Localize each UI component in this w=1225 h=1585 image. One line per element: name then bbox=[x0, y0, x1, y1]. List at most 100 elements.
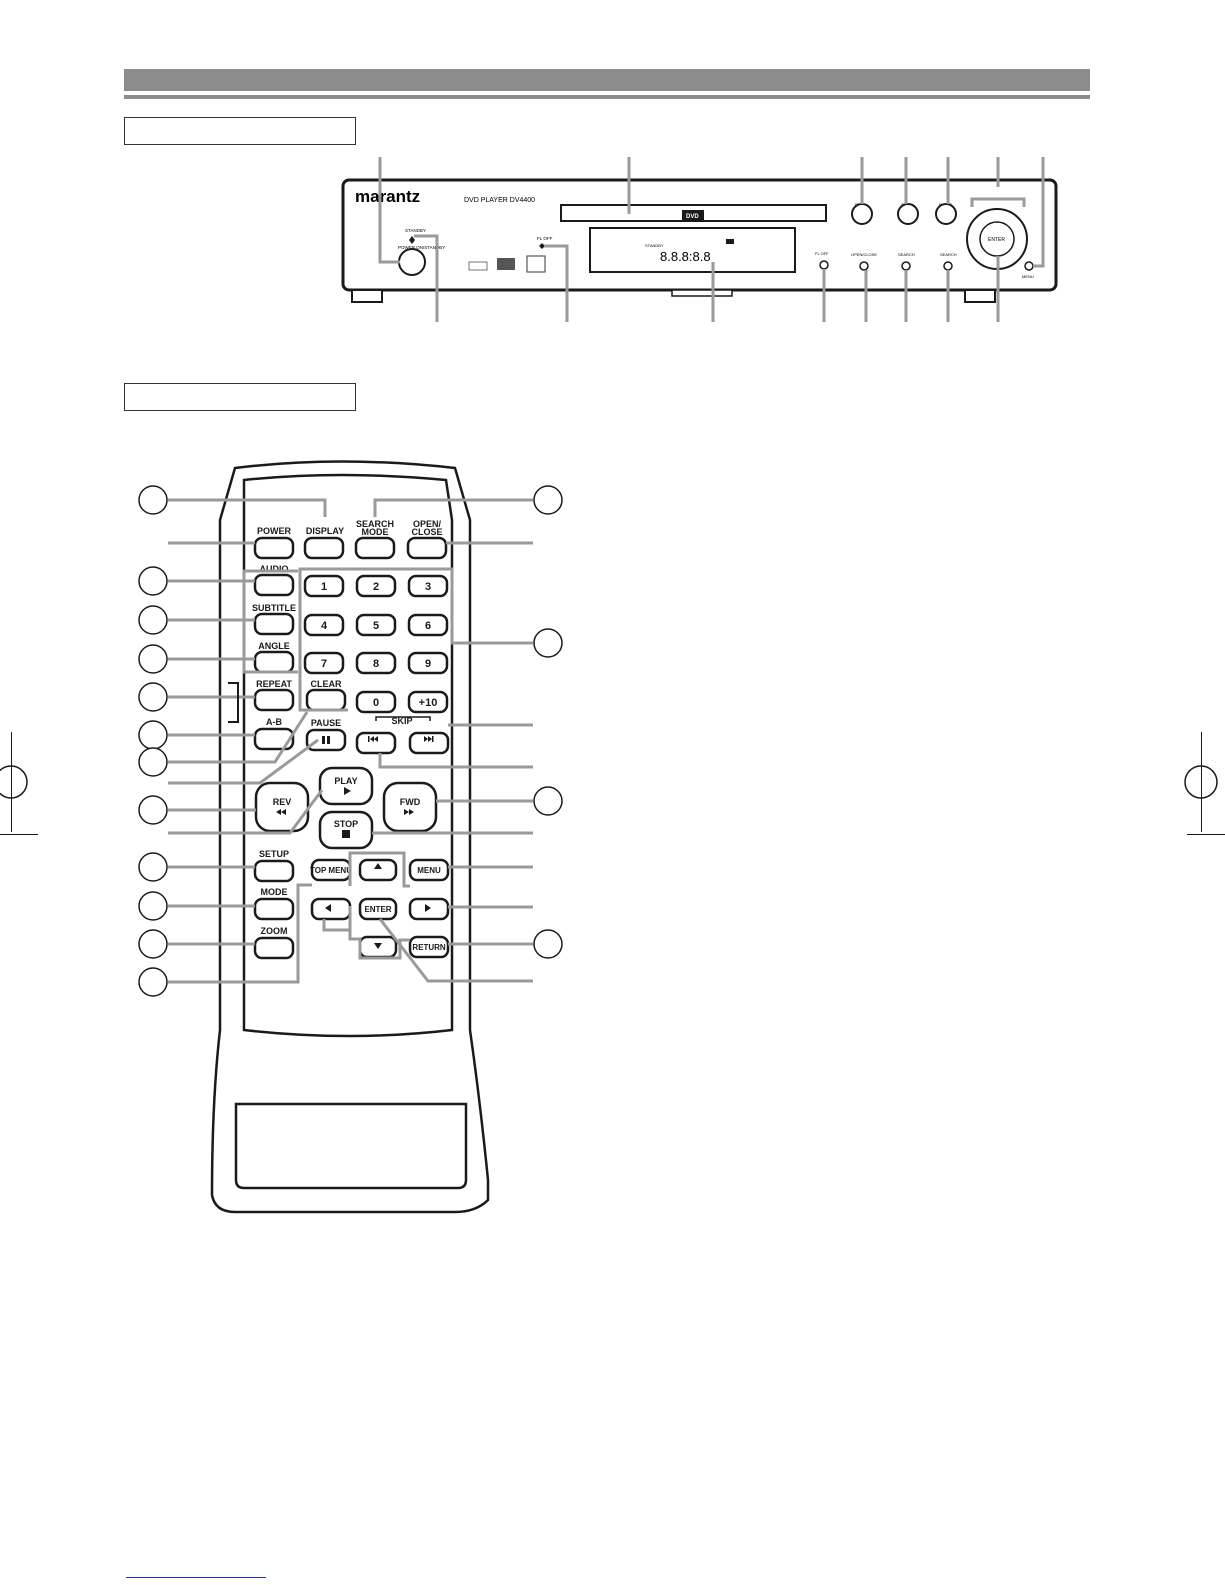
num-label-9: 9 bbox=[425, 658, 431, 670]
front-search-minus-button[interactable] bbox=[901, 261, 911, 271]
front-enter-label: ENTER bbox=[988, 237, 1005, 243]
skip-back-icon-bar bbox=[368, 736, 370, 742]
remote-key-plus10[interactable] bbox=[407, 690, 449, 714]
label-power: POWER bbox=[257, 526, 292, 536]
remote-menu-button[interactable] bbox=[408, 858, 450, 882]
skip-back-icon bbox=[370, 736, 374, 742]
callout-circle bbox=[138, 891, 168, 921]
arrow-left-icon bbox=[325, 904, 331, 912]
section-box-front-panel bbox=[124, 117, 356, 145]
remote-return-button[interactable] bbox=[408, 935, 450, 959]
remote-key-6[interactable] bbox=[407, 613, 449, 637]
crop-mark-left-h bbox=[0, 834, 38, 835]
footer-link-rule bbox=[126, 1577, 266, 1578]
front-play-button[interactable] bbox=[851, 203, 873, 225]
arrow-down-icon bbox=[374, 943, 382, 949]
remote-repeat-button[interactable] bbox=[253, 688, 295, 712]
remote-skip-forward-button[interactable] bbox=[408, 731, 450, 755]
front-open-close-button[interactable] bbox=[859, 261, 869, 271]
callout-circle bbox=[533, 786, 563, 816]
callout-circle bbox=[138, 682, 168, 712]
remote-display-button[interactable] bbox=[303, 536, 345, 560]
registration-mark-right bbox=[1184, 765, 1218, 799]
label-mode-left: MODE bbox=[261, 887, 288, 897]
menu-label: MENU bbox=[1022, 274, 1034, 279]
label-play: PLAY bbox=[334, 776, 357, 786]
label-return: RETURN bbox=[412, 943, 446, 952]
front-power-button[interactable] bbox=[398, 248, 426, 276]
remote-up-button[interactable] bbox=[358, 858, 398, 882]
remote-key-3[interactable] bbox=[407, 574, 449, 598]
remote-pause-button[interactable] bbox=[305, 728, 347, 752]
callout-circle bbox=[138, 566, 168, 596]
remote-open-close-button[interactable] bbox=[406, 536, 448, 560]
front-callouts bbox=[378, 157, 1045, 322]
standby-label: STANDBY bbox=[405, 228, 426, 233]
remote-subtitle-button[interactable] bbox=[253, 612, 295, 636]
label-rev: REV bbox=[273, 797, 292, 807]
label-open: OPEN/ bbox=[413, 519, 442, 529]
remote-power-button[interactable] bbox=[253, 536, 295, 560]
remote-number-buttons bbox=[303, 574, 449, 714]
callout-circle bbox=[138, 929, 168, 959]
remote-search-mode-button[interactable] bbox=[354, 536, 396, 560]
num-label-1: 1 bbox=[321, 581, 327, 593]
remote-key-7[interactable] bbox=[303, 651, 345, 675]
remote-enter-button[interactable] bbox=[358, 897, 398, 921]
remote-zoom-button[interactable] bbox=[253, 936, 295, 960]
registration-mark-left bbox=[0, 765, 28, 799]
remote-key-8[interactable] bbox=[355, 651, 397, 675]
label-skip: SKIP bbox=[391, 716, 412, 726]
header-rule bbox=[124, 95, 1090, 99]
callout-circle bbox=[138, 720, 168, 750]
callout-circle bbox=[533, 929, 563, 959]
remote-fwd-button[interactable] bbox=[382, 781, 438, 833]
label-menu: MENU bbox=[417, 866, 441, 875]
num-label-0: 0 bbox=[373, 697, 379, 709]
callout-circle bbox=[138, 644, 168, 674]
remote-audio-button[interactable] bbox=[253, 573, 295, 597]
remote-key-4[interactable] bbox=[303, 613, 345, 637]
remote-key-2[interactable] bbox=[355, 574, 397, 598]
rev-icon bbox=[276, 809, 281, 815]
label-stop: STOP bbox=[334, 819, 358, 829]
remote-key-9[interactable] bbox=[407, 651, 449, 675]
pause-icon-bar bbox=[327, 736, 330, 744]
open-close-label: OPEN/CLOSE bbox=[851, 252, 877, 257]
remote-mode-button[interactable] bbox=[253, 897, 295, 921]
header-bar bbox=[124, 69, 1090, 91]
pause-icon bbox=[322, 736, 325, 744]
standby-indicator bbox=[409, 236, 415, 244]
remote-key-1[interactable] bbox=[303, 574, 345, 598]
label-zoom: ZOOM bbox=[261, 926, 288, 936]
remote-setup-button[interactable] bbox=[253, 859, 295, 883]
front-stop-button[interactable] bbox=[897, 203, 919, 225]
remote-ab-button[interactable] bbox=[253, 727, 295, 751]
skip-forward-icon-bar bbox=[432, 736, 434, 742]
callout-circle bbox=[138, 747, 168, 777]
remote-key-5[interactable] bbox=[355, 613, 397, 637]
label-audio: AUDIO bbox=[260, 564, 289, 574]
front-fl-off-button[interactable] bbox=[819, 260, 829, 270]
fl-indicator bbox=[539, 243, 545, 249]
remote-key-0[interactable] bbox=[355, 690, 397, 714]
label-clear: CLEAR bbox=[311, 679, 342, 689]
remote-play-button[interactable] bbox=[318, 766, 374, 806]
power-label: POWER ON/STANDBY bbox=[398, 245, 445, 250]
num-label-3: 3 bbox=[425, 581, 431, 593]
num-label-7: 7 bbox=[321, 658, 327, 670]
stop-icon bbox=[342, 830, 350, 838]
remote-clear-button[interactable] bbox=[305, 688, 347, 712]
remote-skip-back-button[interactable] bbox=[355, 731, 397, 755]
front-menu-button[interactable] bbox=[1024, 261, 1034, 271]
fwd-icon bbox=[404, 809, 409, 815]
remote-rev-button[interactable] bbox=[254, 781, 310, 833]
front-pause-button[interactable] bbox=[935, 203, 957, 225]
remote-angle-button[interactable] bbox=[253, 650, 295, 674]
arrow-right-icon bbox=[425, 904, 431, 912]
front-search-plus-button[interactable] bbox=[943, 261, 953, 271]
num-label-5: 5 bbox=[373, 620, 379, 632]
label-setup: SETUP bbox=[259, 849, 289, 859]
search-minus-label: SEARCH bbox=[898, 252, 915, 257]
